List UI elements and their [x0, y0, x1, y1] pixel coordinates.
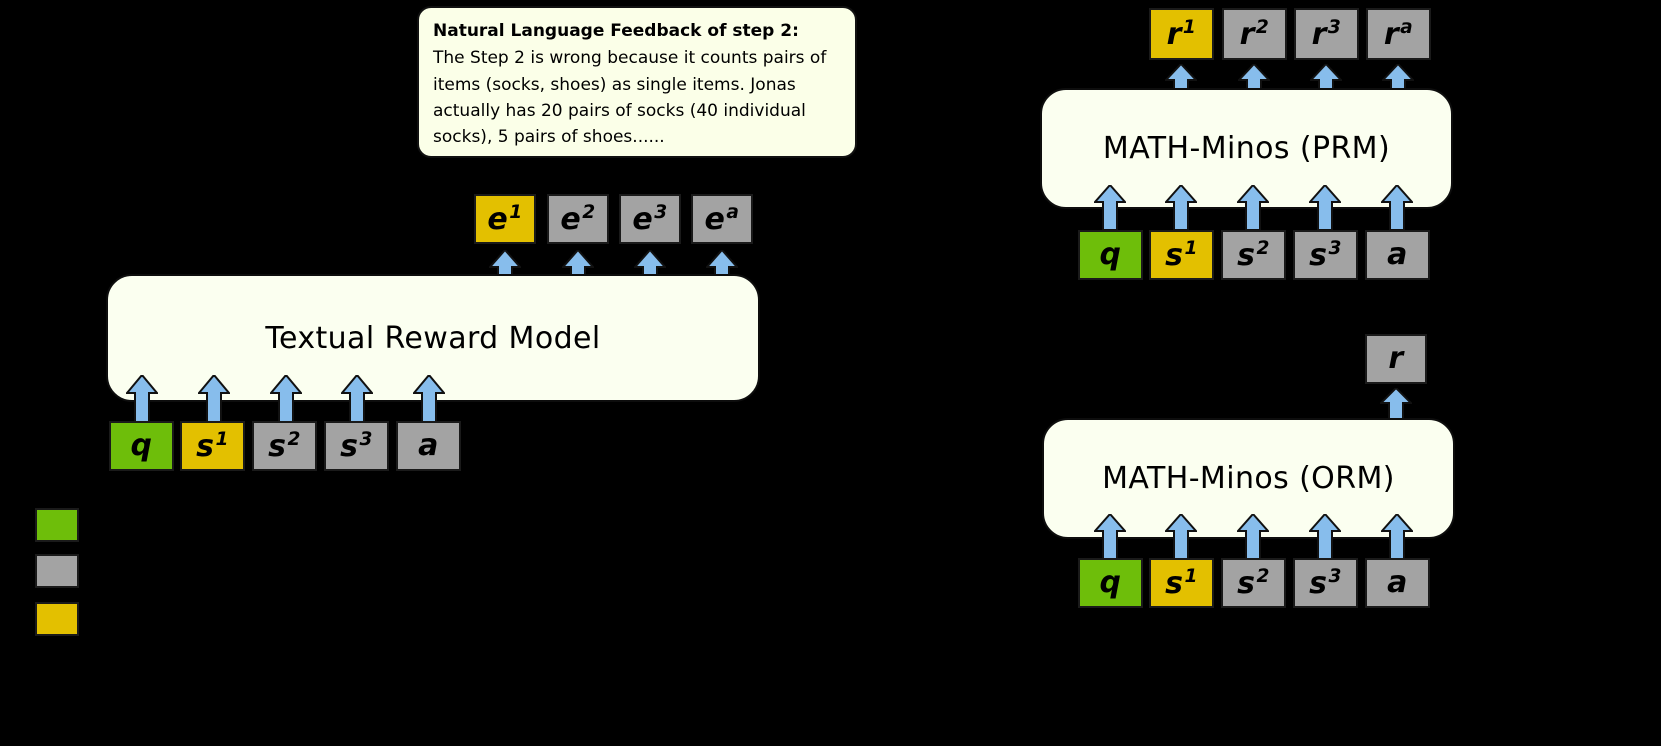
arrow-s2-to-prm	[1237, 185, 1269, 231]
token-prm-a-label: a	[1387, 237, 1408, 272]
arrow-s3-to-prm	[1309, 185, 1341, 231]
arrow-a-to-prm	[1381, 185, 1413, 231]
arrow-s3-to-orm	[1309, 514, 1341, 560]
token-e2: e2	[547, 194, 609, 244]
token-orm-s3: s3	[1293, 558, 1358, 608]
arrow-s2-to-trm	[270, 375, 302, 423]
token-left-s2-label: s2	[268, 428, 301, 464]
token-ra: ra	[1366, 8, 1431, 60]
token-r3: r3	[1294, 8, 1359, 60]
token-prm-s1: s1	[1149, 230, 1214, 280]
token-ra-label: ra	[1383, 16, 1414, 52]
token-left-q: q	[109, 421, 174, 471]
token-prm-s2: s2	[1221, 230, 1286, 280]
token-e3: e3	[619, 194, 681, 244]
token-e1: e1	[474, 194, 536, 244]
token-e3-label: e3	[632, 201, 668, 237]
callout-title: Natural Language Feedback of step 2:	[433, 21, 799, 41]
token-left-s2: s2	[252, 421, 317, 471]
legend-swatch-neutral	[35, 554, 79, 588]
token-left-s1-label: s1	[196, 428, 229, 464]
token-ea: ea	[691, 194, 753, 244]
textual-reward-model-label: Textual Reward Model	[265, 320, 601, 356]
arrow-s1-to-trm	[198, 375, 230, 423]
token-left-a-label: a	[418, 428, 439, 463]
legend-swatch-question	[35, 508, 79, 542]
token-r2: r2	[1222, 8, 1287, 60]
math-minos-prm-label: MATH-Minos (PRM)	[1102, 131, 1391, 166]
token-prm-s3: s3	[1293, 230, 1358, 280]
token-orm-r-label: r	[1388, 341, 1404, 376]
arrow-s1-to-orm	[1165, 514, 1197, 560]
callout-body: The Step 2 is wrong because it counts pa…	[433, 48, 827, 148]
token-orm-q: q	[1078, 558, 1143, 608]
token-r1: r1	[1149, 8, 1214, 60]
arrow-q-to-trm	[126, 375, 158, 423]
token-r1-label: r1	[1166, 16, 1197, 52]
token-ea-label: ea	[704, 201, 740, 237]
token-left-a: a	[396, 421, 461, 471]
token-left-s1: s1	[180, 421, 245, 471]
token-left-s3-label: s3	[340, 428, 373, 464]
arrow-a-to-trm	[413, 375, 445, 423]
arrow-a-to-orm	[1381, 514, 1413, 560]
token-r2-label: r2	[1239, 16, 1270, 52]
token-prm-a: a	[1365, 230, 1430, 280]
token-r3-label: r3	[1311, 16, 1342, 52]
natural-language-feedback-callout: Natural Language Feedback of step 2: The…	[417, 6, 857, 158]
token-left-s3: s3	[324, 421, 389, 471]
token-prm-q-label: q	[1099, 237, 1122, 272]
token-prm-s3-label: s3	[1309, 237, 1342, 273]
token-orm-r: r	[1365, 334, 1427, 384]
token-prm-s2-label: s2	[1237, 237, 1270, 273]
token-e1-label: e1	[487, 201, 523, 237]
math-minos-orm-label: MATH-Minos (ORM)	[1102, 461, 1395, 496]
token-left-q-label: q	[130, 428, 153, 463]
arrow-s2-to-orm	[1237, 514, 1269, 560]
token-e2-label: e2	[560, 201, 596, 237]
legend-swatch-highlight	[35, 602, 79, 636]
token-orm-s2: s2	[1221, 558, 1286, 608]
arrow-s3-to-trm	[341, 375, 373, 423]
token-orm-s2-label: s2	[1237, 565, 1270, 601]
token-orm-a-label: a	[1387, 565, 1408, 600]
arrow-s1-to-prm	[1165, 185, 1197, 231]
token-prm-q: q	[1078, 230, 1143, 280]
arrow-q-to-orm	[1094, 514, 1126, 560]
token-prm-s1-label: s1	[1165, 237, 1198, 273]
token-orm-s1-label: s1	[1165, 565, 1198, 601]
token-orm-s1: s1	[1149, 558, 1214, 608]
token-orm-a: a	[1365, 558, 1430, 608]
arrow-q-to-prm	[1094, 185, 1126, 231]
token-orm-q-label: q	[1099, 565, 1122, 600]
token-orm-s3-label: s3	[1309, 565, 1342, 601]
